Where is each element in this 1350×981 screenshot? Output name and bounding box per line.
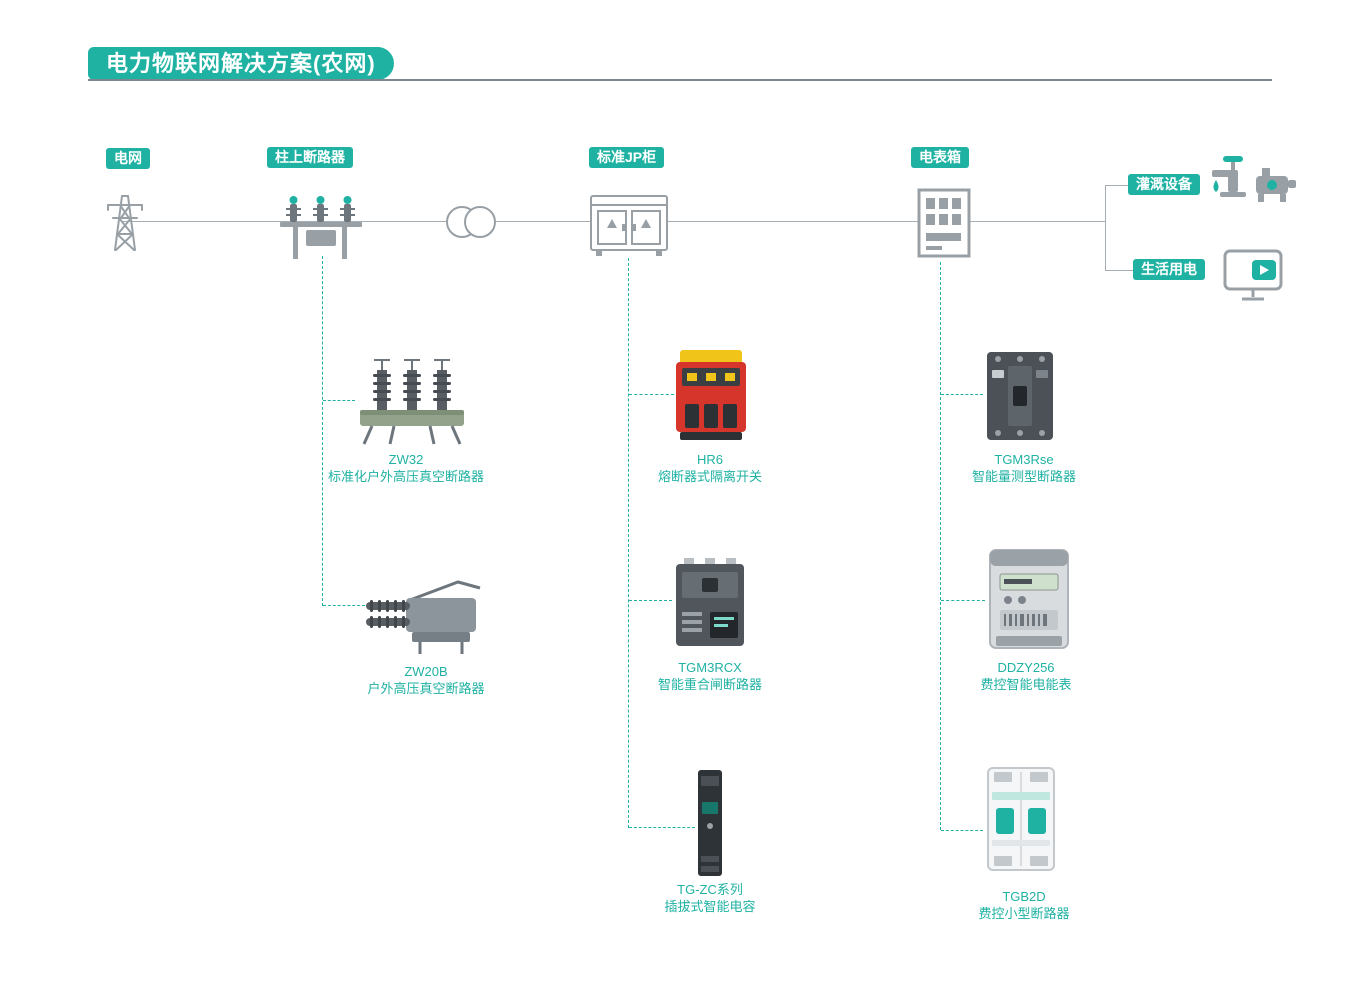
ddzy256-product-label: DDZY256 费控智能电能表 <box>938 659 1114 693</box>
irrigation-connector-line <box>1105 185 1130 186</box>
tgm3rse-model: TGM3Rse <box>994 452 1054 467</box>
zw20b-model: ZW20B <box>404 664 448 679</box>
hr6-product-image <box>674 348 748 442</box>
irrigation-device-icon <box>1206 150 1298 218</box>
zw32-desc: 标准化户外高压真空断路器 <box>327 469 484 484</box>
tgb2d-product-image <box>984 766 1058 872</box>
transmission-tower-icon <box>104 190 146 252</box>
pole-breaker-branch-line <box>322 256 323 606</box>
meter-stub-tgb2d <box>941 830 983 831</box>
tgm3rse-product-image <box>984 350 1056 442</box>
jp-stub-hr6 <box>629 394 674 395</box>
pole-breaker-stub-zw32 <box>323 400 355 401</box>
tgb2d-model: TGB2D <box>1002 889 1046 904</box>
jp-cabinet-badge: 标准JP柜 <box>589 147 665 168</box>
tgzc-model: TG-ZC系列 <box>677 882 743 897</box>
transformer-icon <box>443 204 499 240</box>
title-underline <box>88 79 1272 81</box>
jp-stub-tgzc <box>629 827 695 828</box>
zw20b-product-label: ZW20B 户外高压真空断路器 <box>338 663 514 697</box>
tgm3rcx-desc: 智能重合闸断路器 <box>657 677 762 692</box>
zw32-model: ZW32 <box>388 452 424 467</box>
ddzy256-desc: 费控智能电能表 <box>980 677 1072 692</box>
tgb2d-desc: 费控小型断路器 <box>978 906 1070 921</box>
pole-breaker-icon <box>278 188 364 260</box>
grid-badge: 电网 <box>106 148 150 169</box>
household-badge: 生活用电 <box>1133 259 1205 280</box>
tgm3rcx-model: TGM3RCX <box>678 660 742 675</box>
jp-cabinet-branch-line <box>628 258 629 828</box>
tgm3rse-desc: 智能量测型断路器 <box>971 469 1076 484</box>
jp-cabinet-icon <box>588 190 670 258</box>
zw20b-product-image <box>362 576 490 658</box>
ddzy256-product-image <box>986 548 1072 652</box>
meter-stub-tgm3rse <box>941 394 983 395</box>
tgzc-desc: 插拔式智能电容 <box>664 899 756 914</box>
tgm3rcx-product-image <box>672 556 748 652</box>
tgzc-product-label: TG-ZC系列 插拔式智能电容 <box>622 881 798 915</box>
tgb2d-product-label: TGB2D 费控小型断路器 <box>936 888 1112 922</box>
meter-stub-ddzy256 <box>941 600 985 601</box>
pole-breaker-stub-zw20b <box>323 605 365 606</box>
page-title: 电力物联网解决方案(农网) <box>88 47 394 80</box>
tgm3rse-product-label: TGM3Rse 智能量测型断路器 <box>936 451 1112 485</box>
meter-box-badge: 电表箱 <box>911 147 969 168</box>
irrigation-badge: 灌溉设备 <box>1128 174 1200 195</box>
household-connector-line <box>1105 270 1135 271</box>
zw32-product-image <box>352 352 472 448</box>
right-branch-vertical-line <box>1105 185 1106 271</box>
household-tv-icon <box>1222 248 1288 306</box>
jp-stub-tgm3rcx <box>629 600 672 601</box>
pole-breaker-badge: 柱上断路器 <box>267 147 353 168</box>
meter-box-icon <box>917 188 971 260</box>
tgm3rcx-product-label: TGM3RCX 智能重合闸断路器 <box>622 659 798 693</box>
tgzc-product-image <box>696 768 724 878</box>
ddzy256-model: DDZY256 <box>997 660 1055 675</box>
zw20b-desc: 户外高压真空断路器 <box>367 681 485 696</box>
meter-box-branch-line <box>940 262 941 830</box>
hr6-desc: 熔断器式隔离开关 <box>657 469 762 484</box>
zw32-product-label: ZW32 标准化户外高压真空断路器 <box>318 451 494 485</box>
hr6-model: HR6 <box>696 452 723 467</box>
hr6-product-label: HR6 熔断器式隔离开关 <box>622 451 798 485</box>
